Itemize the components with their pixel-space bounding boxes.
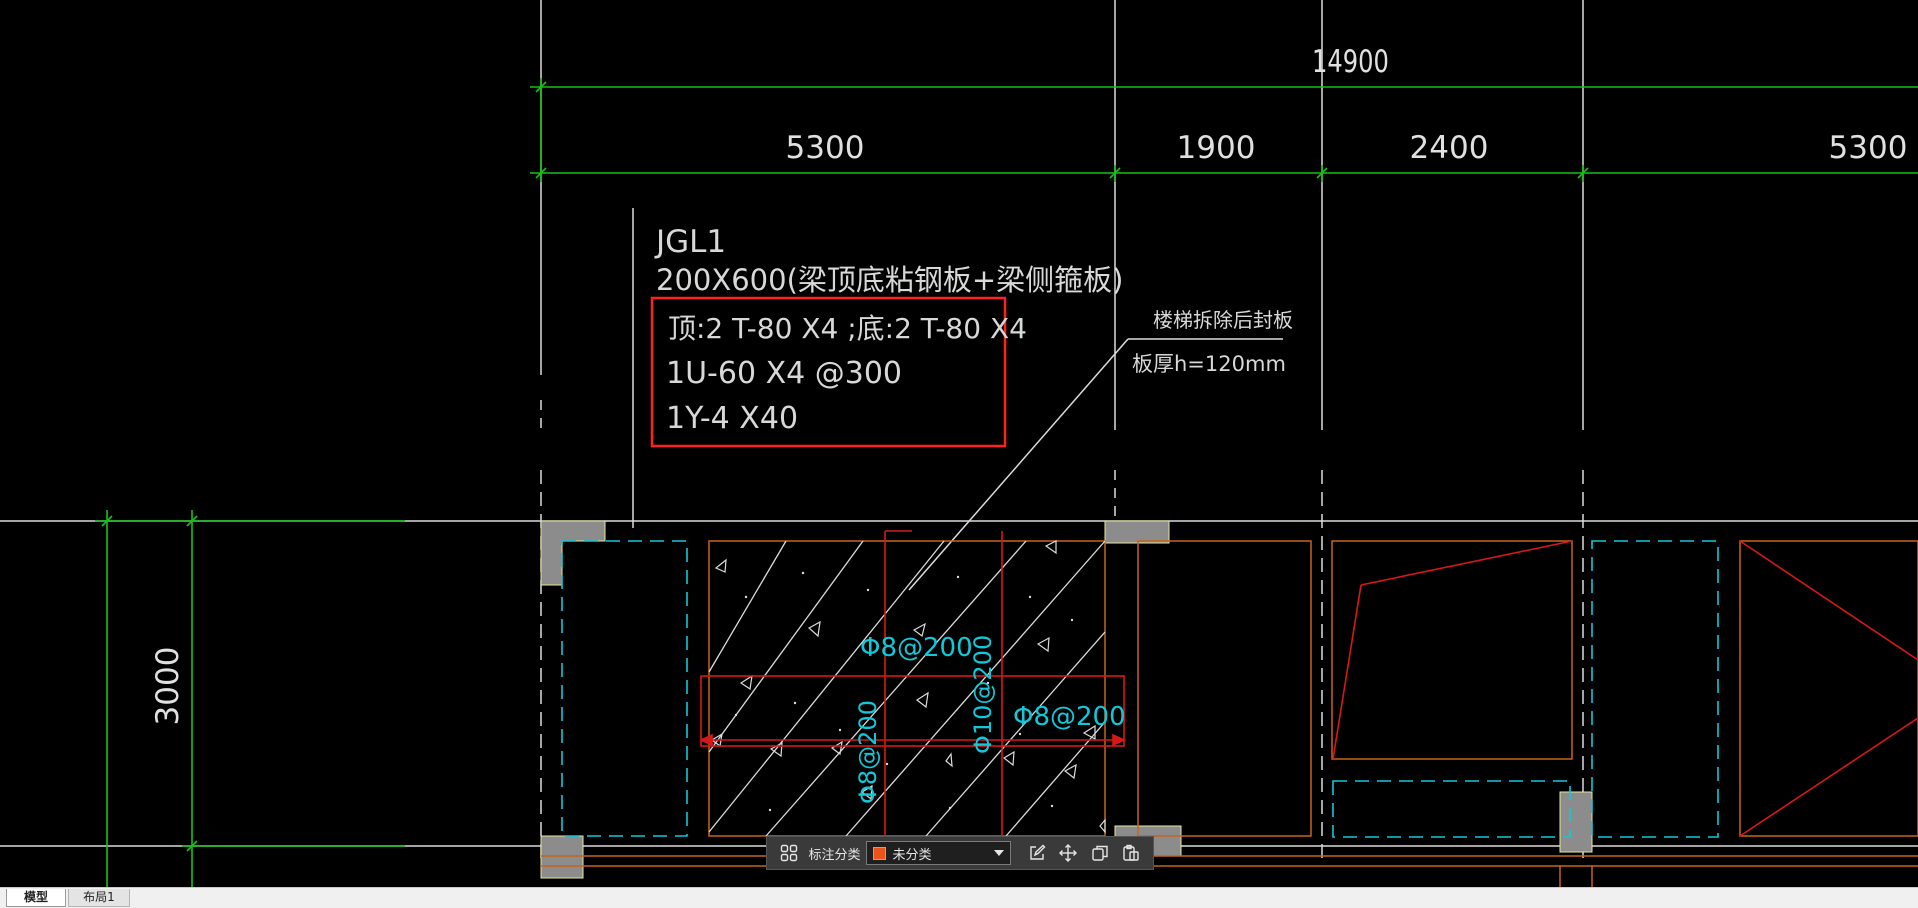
beam-rebar-line-1: 顶:2 T-80 X4 ;底:2 T-80 X4 bbox=[668, 312, 1027, 345]
beam-rebar-line-3: 1Y-4 X40 bbox=[666, 401, 798, 436]
axis-lines bbox=[0, 0, 1918, 865]
dim-span-2-text: 1900 bbox=[1177, 130, 1256, 166]
rebar-label-vertical-right: Φ10@200 bbox=[969, 635, 997, 754]
beam-size: 200X600(梁顶底粘钢板+梁侧箍板) bbox=[656, 263, 1124, 297]
rebar-label-top: Φ8@200 bbox=[860, 633, 973, 663]
cad-drawing-canvas[interactable]: 14900 5300 1900 2400 5300 3000 JGL1 200X… bbox=[0, 0, 1918, 887]
beam-name: JGL1 bbox=[654, 224, 726, 260]
category-value: 未分类 bbox=[892, 847, 932, 863]
category-color-swatch bbox=[873, 846, 887, 860]
dimension-lines bbox=[95, 78, 1918, 887]
category-dropdown[interactable]: 未分类 bbox=[866, 841, 1012, 865]
columns bbox=[540, 520, 1593, 879]
layout-tab-bar: 模型 布局1 bbox=[0, 887, 1918, 908]
tab-model[interactable]: 模型 bbox=[6, 889, 66, 907]
tab-layout1[interactable]: 布局1 bbox=[68, 889, 130, 907]
dim-overall-text: 14900 bbox=[1312, 43, 1389, 80]
category-label: 标注分类 bbox=[808, 847, 861, 863]
slab-hatch bbox=[708, 540, 1106, 837]
beam-rebar-line-2: 1U-60 X4 @300 bbox=[666, 356, 902, 391]
orange-outlines bbox=[541, 540, 1918, 887]
slab-note-thickness: 板厚h=120mm bbox=[1132, 352, 1286, 376]
slab-hatch-dots bbox=[734, 571, 1074, 812]
dim-span-1-text: 5300 bbox=[786, 130, 865, 166]
dim-span-3-text: 2400 bbox=[1410, 130, 1489, 166]
beam-highlight-box[interactable] bbox=[650, 296, 1007, 448]
dim-vertical-text: 3000 bbox=[150, 647, 186, 726]
slab-note-title: 楼梯拆除后封板 bbox=[1153, 308, 1293, 332]
rebar-label-vertical-left: Φ8@200 bbox=[854, 700, 882, 804]
cyan-dashed-frames bbox=[561, 540, 1719, 838]
slab-note-leader bbox=[908, 338, 1129, 591]
grid-icon[interactable] bbox=[778, 842, 799, 864]
dim-span-4-text: 5300 bbox=[1829, 130, 1908, 166]
tab-model-label: 模型 bbox=[23, 890, 48, 904]
edit-icon[interactable] bbox=[1026, 842, 1047, 864]
move-icon[interactable] bbox=[1058, 842, 1079, 864]
chevron-down-icon[interactable] bbox=[994, 850, 1005, 856]
tab-layout1-label: 布局1 bbox=[83, 890, 115, 904]
rebar-lines bbox=[699, 530, 1918, 837]
rebar-label-right: Φ8@200 bbox=[1013, 702, 1126, 732]
annotation-toolbar: 标注分类 未分类 bbox=[766, 836, 1154, 870]
paste-icon[interactable] bbox=[1121, 842, 1142, 864]
copy-icon[interactable] bbox=[1089, 842, 1110, 864]
